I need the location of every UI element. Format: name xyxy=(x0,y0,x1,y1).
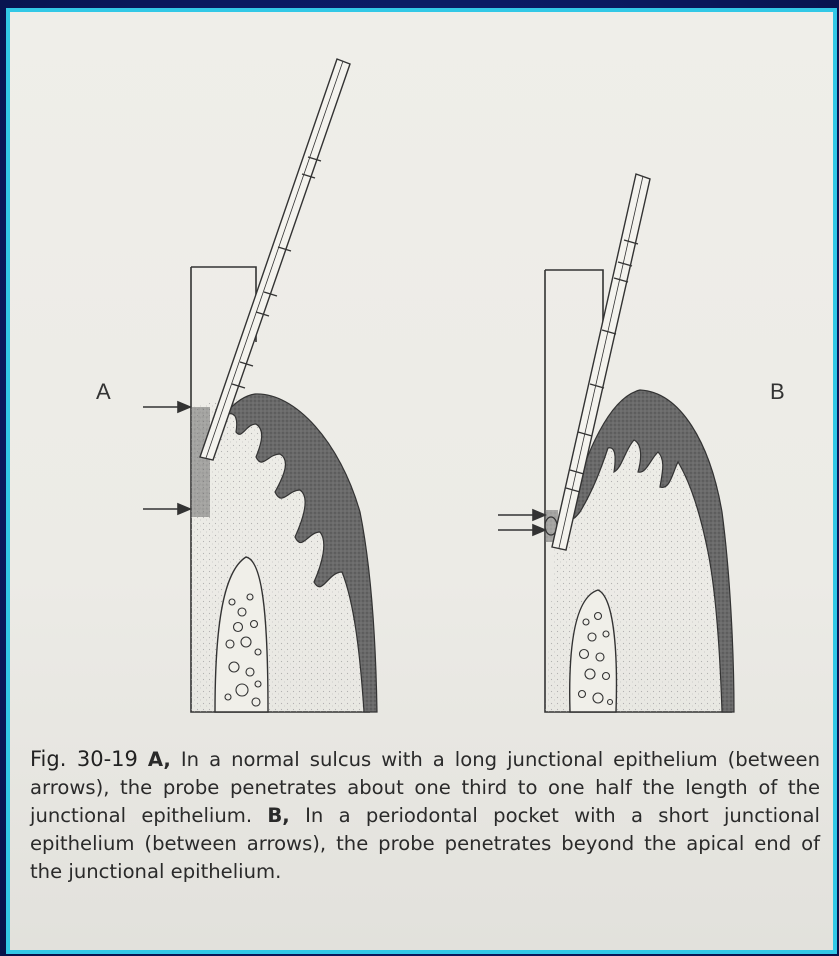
panel-a-arrows xyxy=(143,402,190,514)
caption-b-marker: B, xyxy=(267,804,289,827)
panel-a-junctional-epithelium xyxy=(191,407,210,517)
figure-caption: Fig. 30-19 A, In a normal sulcus with a … xyxy=(30,745,820,886)
slide-frame: A B Fig. 30-19 A, In a normal sulcus wit… xyxy=(6,8,837,954)
panel-b-drawing xyxy=(498,174,734,712)
caption-a-marker: A, xyxy=(148,748,171,771)
figure-number: Fig. 30-19 xyxy=(30,747,138,771)
panel-b-arrows xyxy=(498,510,545,535)
panel-b-label: B xyxy=(770,379,785,405)
panel-a-label: A xyxy=(96,379,111,405)
panel-a-drawing xyxy=(143,59,377,712)
